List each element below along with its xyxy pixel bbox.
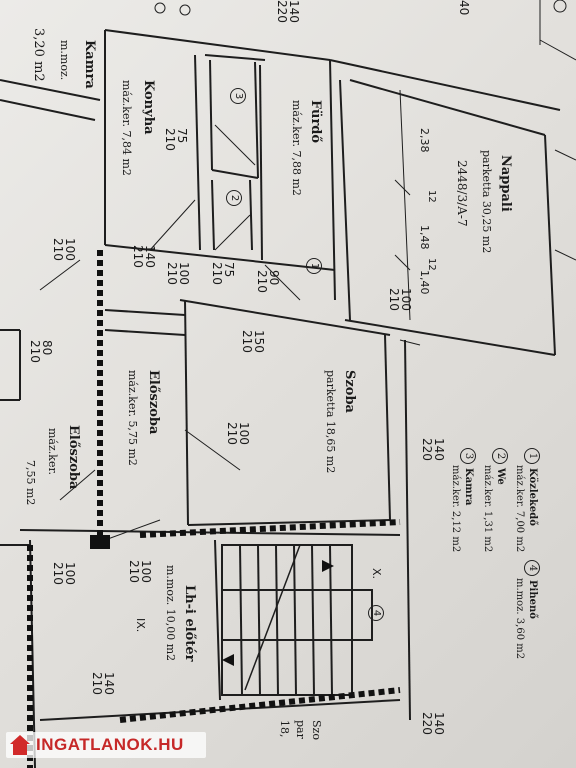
room-eloszoba-mid-info: máz.ker. 5,75 m2 [126,370,139,466]
room-name: Fürdő [308,100,323,144]
room-name: Előszoba [146,370,161,435]
window-dim: 2,38 [418,128,431,153]
room-area: máz.ker. 5,75 m2 [126,370,139,466]
room-nappali-info: parketta 30,25 m2 [480,150,493,254]
marker-9: IX. [134,618,147,633]
legend-item-3-sub: máz.ker. 2,12 m2 [450,465,461,553]
room-name: Előszoba [66,425,81,490]
room-name: Szoba [342,370,357,413]
logo-text: INGATLANOK.HU [36,735,184,754]
legend-item-3: 3Kamra [460,448,476,506]
room-kamra-left-info: m.moz. [58,40,71,81]
marker-3: 3 [230,88,246,108]
room-eloszoba-left: Előszoba [66,425,81,490]
room-name: Kamra [82,40,97,89]
top-wall [104,29,331,61]
room-area: parketta 18,65 m2 [324,370,337,474]
room-floor: m.moz. [58,40,71,81]
window-dim: 1,48 [418,225,431,250]
marker-2: 2 [226,190,242,210]
room-area: máz.ker. 7,88 m2 [290,100,303,196]
marker-4: 4 [368,605,384,625]
room-area: máz.ker. 7,84 m2 [120,80,133,176]
window-dim: 12 [426,190,437,203]
room-nappali: Nappali [498,155,513,212]
window-dim: 12 [426,258,437,271]
window-dim: 1,40 [418,270,431,295]
room-lhi: Lh-i előtér [182,585,197,662]
room-furdo: Fürdő [308,100,323,144]
room-konyha: Konyha [141,80,156,135]
marker-x: X. [370,568,383,580]
legend-item-4: 4Pihenő [524,560,540,619]
marker-1: 1 [306,258,322,278]
room-area: parketta 30,25 m2 [480,150,493,254]
partial-room-name: Szo [310,720,323,740]
room-name: Lh-i előtér [182,585,197,662]
room-area: 7,55 m2 [24,460,37,506]
right-wall [404,339,411,721]
partial-room-area: 18, [278,720,291,738]
top-dim: 40 [457,0,471,16]
room-name: Nappali [498,155,513,212]
room-szoba: Szoba [342,370,357,413]
room-area: 3,20 m2 [31,28,46,82]
legend-item-1: 1Közlekedő [524,448,540,526]
ingatlanok-logo: INGATLANOK.HU [6,732,206,758]
room-name: Konyha [141,80,156,135]
room-lhi-info: m.moz. 10,00 m2 [164,565,177,662]
room-eloszoba-left-info: máz.ker. [46,428,59,476]
room-area: m.moz. 10,00 m2 [164,565,177,662]
room-kamra-left-area: 3,20 m2 [31,28,46,82]
legend-item-4-sub: m.moz. 3,60 m2 [514,578,525,660]
room-floor: máz.ker. [46,428,59,476]
room-konyha-info: máz.ker. 7,84 m2 [120,80,133,176]
room-furdo-info: máz.ker. 7,88 m2 [290,100,303,196]
legend-item-1-sub: máz.ker. 7,00 m2 [514,465,525,553]
legend-item-2-sub: máz.ker. 1,31 m2 [482,465,493,553]
partial-room-floor: par [294,720,307,739]
legend-item-2: 2We [492,448,508,485]
room-eloszoba-left-area: 7,55 m2 [24,460,37,506]
room-kamra-left: Kamra [82,40,97,89]
room-szoba-info: parketta 18,65 m2 [324,370,337,474]
room-code: 2448/3/A-7 [455,160,469,227]
room-eloszoba-mid: Előszoba [146,370,161,435]
room-nappali-code: 2448/3/A-7 [455,160,469,227]
house-icon [10,735,30,755]
